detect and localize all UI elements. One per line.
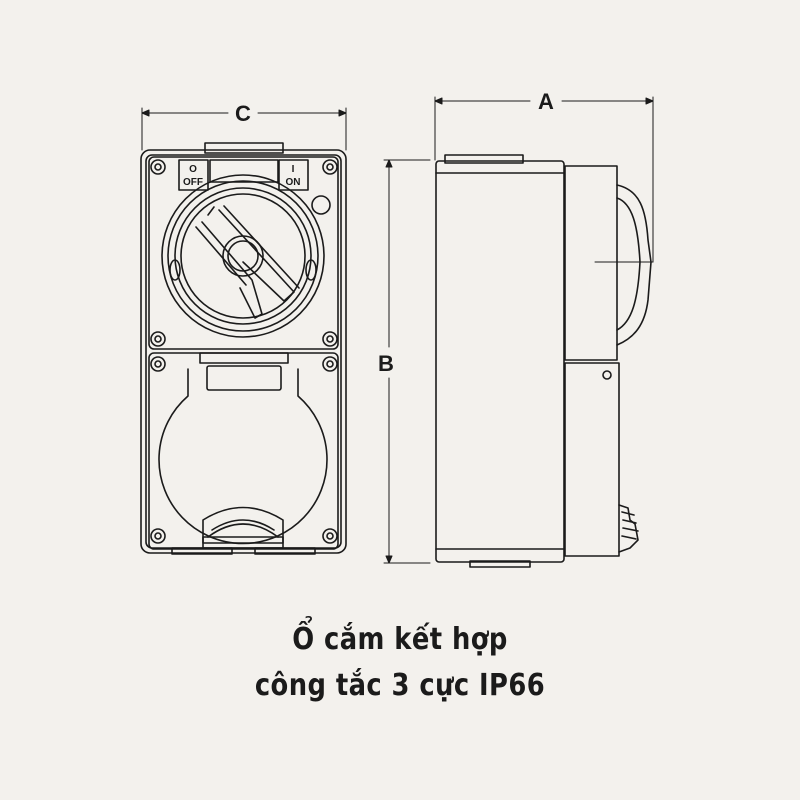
dimension-c-label: C (235, 101, 251, 126)
switch-panel (148, 156, 339, 350)
socket-panel (148, 352, 339, 555)
caption-line-1: Ổ cắm kết hợp (292, 622, 508, 657)
socket-lid (158, 368, 328, 545)
off-symbol: O (189, 164, 197, 175)
dimension-b-label: B (378, 351, 394, 376)
rotary-switch-knob (161, 174, 325, 338)
side-view (383, 96, 654, 568)
on-symbol: I (292, 164, 295, 175)
front-housing (140, 149, 347, 554)
off-label: OFF (183, 177, 203, 188)
dimension-a-label: A (538, 89, 554, 114)
side-housing (435, 160, 565, 563)
on-label: ON (286, 177, 301, 188)
dimension-a (434, 96, 654, 263)
dimension-c (141, 107, 347, 151)
caption-line-2: công tắc 3 cực IP66 (254, 668, 546, 703)
front-view (140, 107, 347, 555)
dimension-b (383, 159, 431, 564)
